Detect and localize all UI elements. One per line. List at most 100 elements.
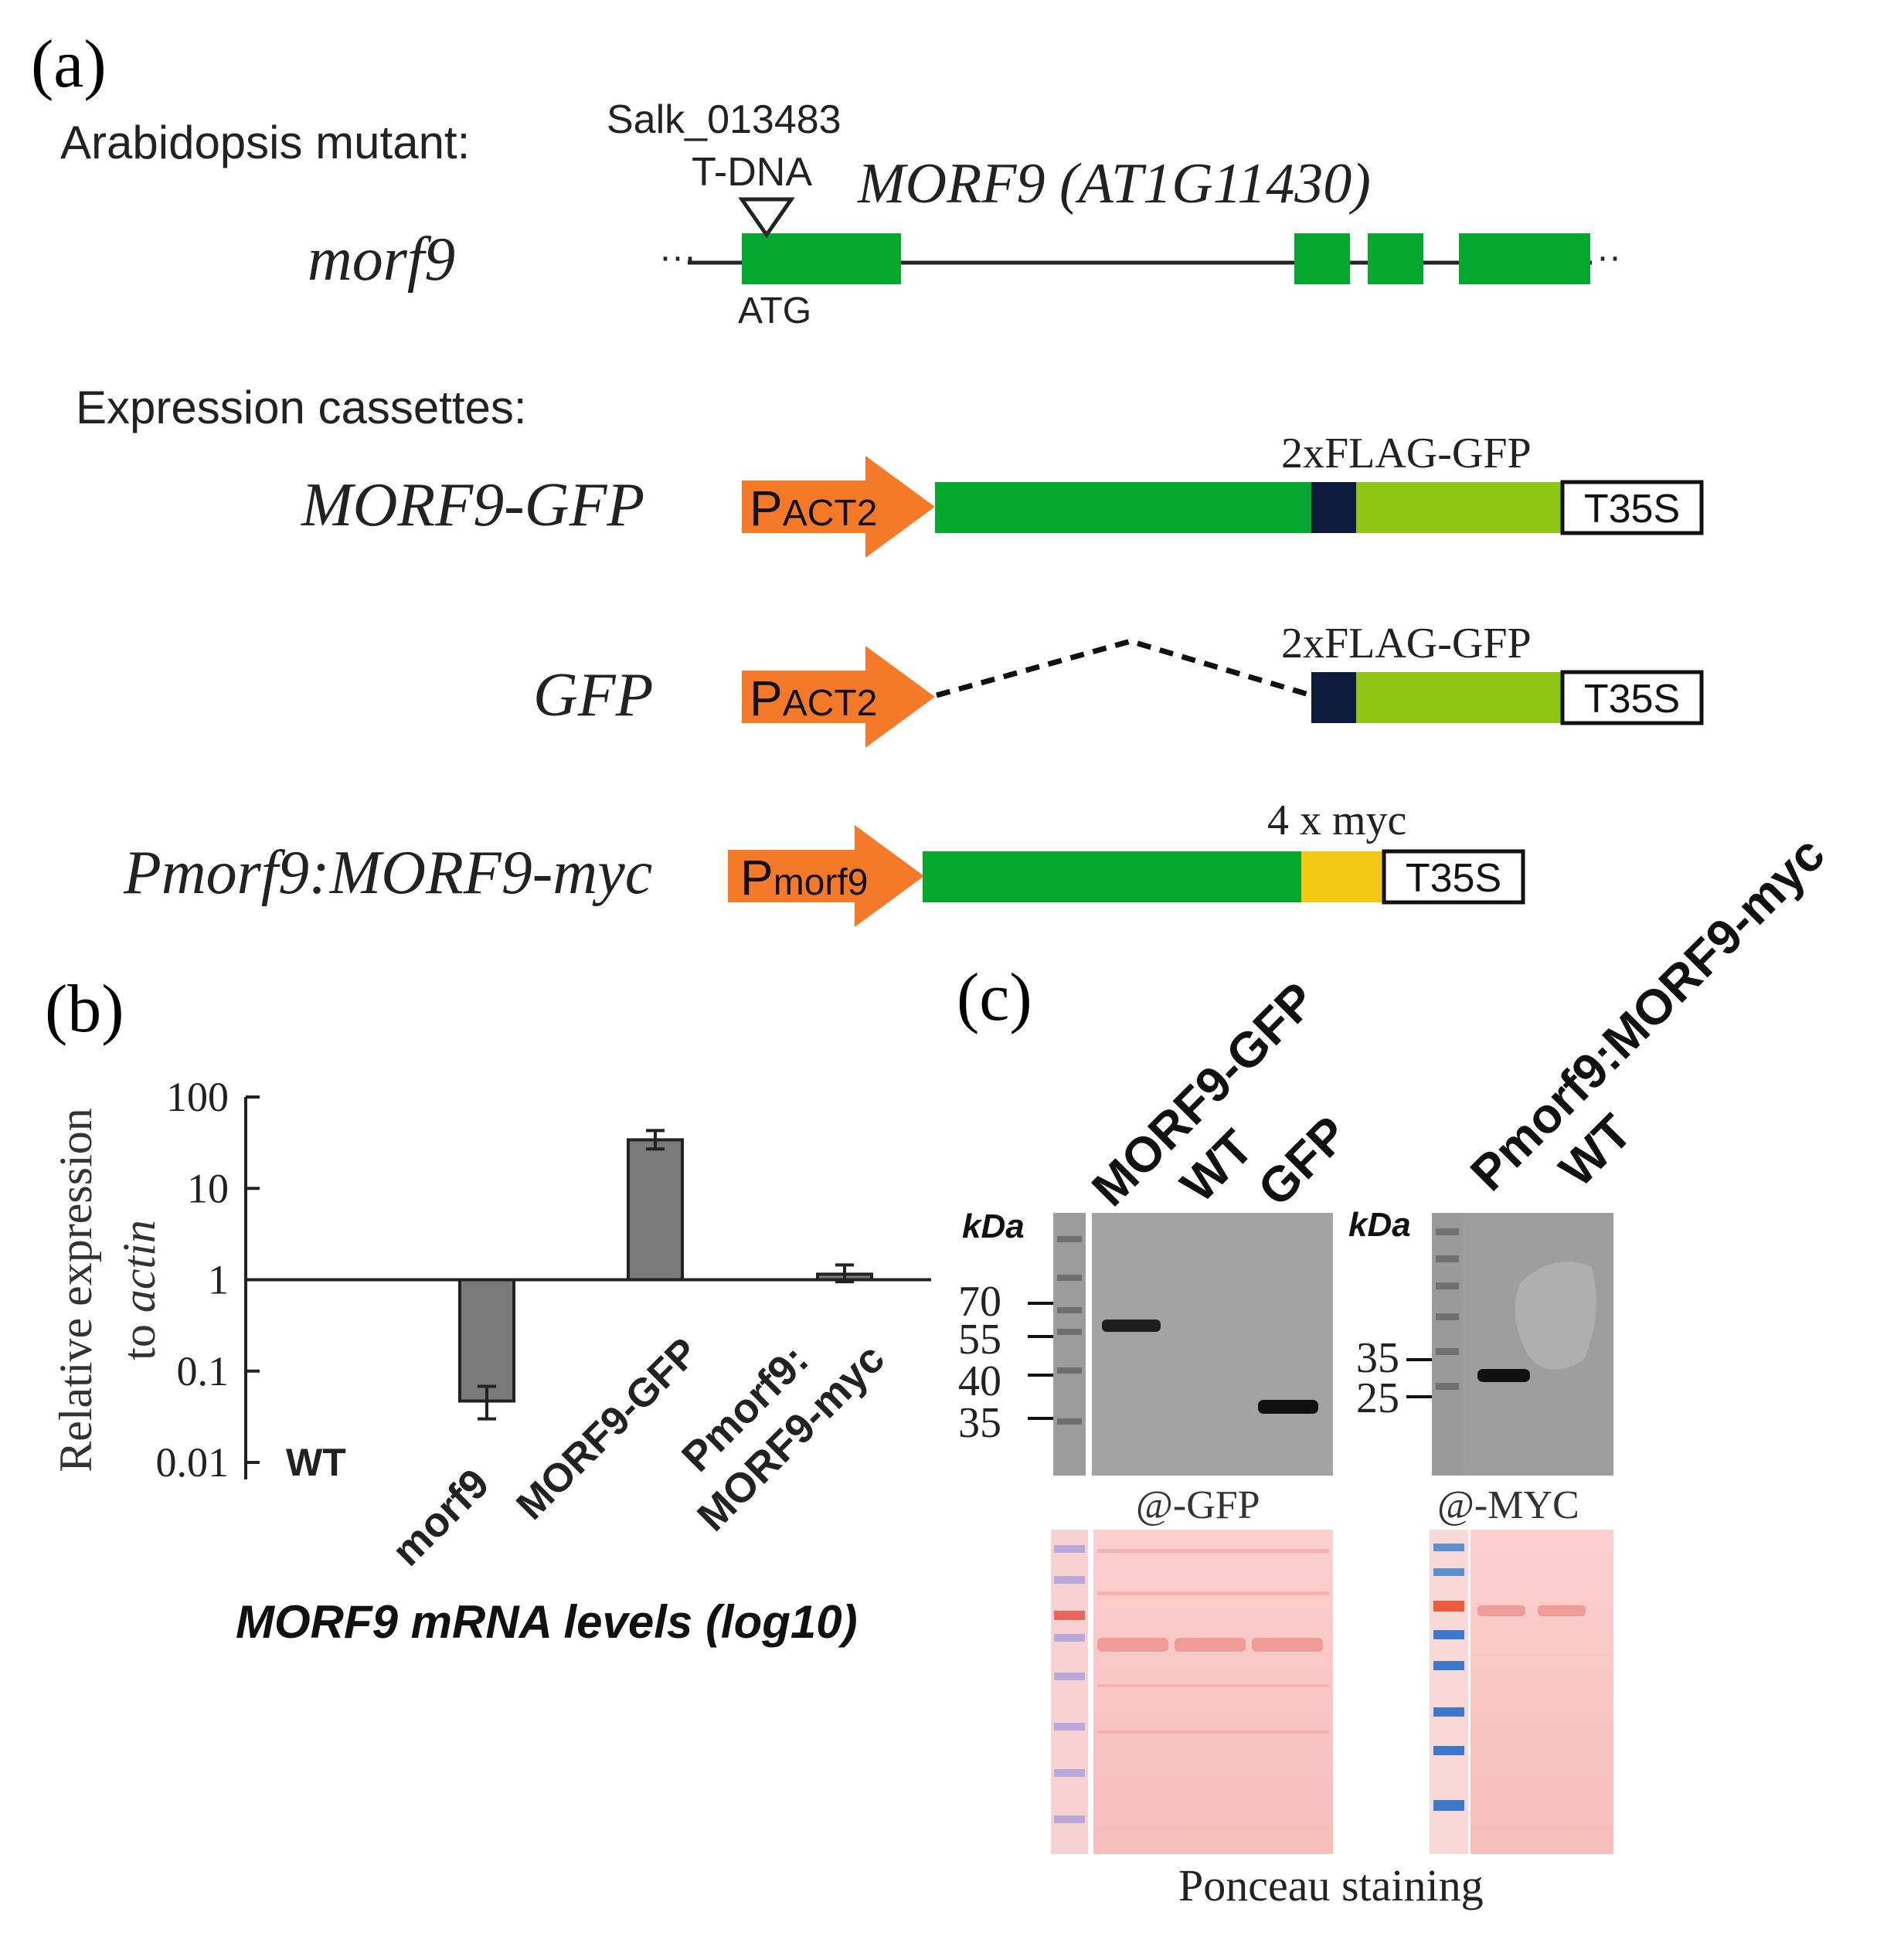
cassette-morf9-gfp: MORF9-GFP PACT2 T35S 2xFLAG-GFP [301, 430, 1704, 558]
ponceau-gfp [1051, 1530, 1333, 1854]
cassette-gfp: GFP PACT2 T35S 2xFLAG-GFP [533, 620, 1704, 748]
y-tick-label: 1 [208, 1257, 229, 1303]
marker-ticks-myc [1406, 1358, 1432, 1398]
mutant-heading: Arabidopsis mutant: [60, 117, 470, 168]
deletion-dashed-line [936, 638, 1313, 698]
category-label-morf9: morf9 [383, 1460, 498, 1575]
marker-40: 40 [958, 1357, 1001, 1405]
gene-name: MORF9 (AT1G11430) [857, 152, 1371, 216]
blot-membrane [1092, 1213, 1333, 1476]
ponceau-myc [1430, 1530, 1613, 1854]
marker-25-myc: 25 [1356, 1374, 1399, 1422]
panel-b: (b) Relative expression to actin 1001010… [45, 972, 931, 1648]
gfp-tag [1356, 672, 1562, 723]
terminator-label: T35S [1584, 487, 1680, 532]
marker-ticks-gfp [1028, 1302, 1053, 1420]
flag-tag [1311, 672, 1356, 723]
panel-c: (c) MORF9-GFP WT GFP Pmorf9:MORF9-myc WT… [957, 826, 1835, 1911]
terminator-box [1560, 480, 1704, 535]
gene-ellipsis-left: ··· [659, 236, 696, 277]
x-axis-title: MORF9 mRNA levels (log10) [236, 1596, 858, 1648]
gfp-tag [1356, 482, 1562, 533]
gene-model: ··· ·· [659, 197, 1621, 284]
lane-label-gfp: GFP [1247, 1106, 1358, 1217]
membrane-blotch [1515, 1262, 1596, 1370]
western-blot-gfp: 70 55 40 35 [958, 1213, 1333, 1476]
marker-35-myc: 35 [1356, 1334, 1399, 1382]
atg-label: ATG [738, 290, 811, 331]
bar [627, 1138, 684, 1282]
gene-ellipsis-right: ·· [1596, 236, 1621, 277]
morf9-cds [935, 482, 1311, 533]
ponceau-ladder-bands [1433, 1544, 1464, 1811]
mutant-name: morf9 [308, 226, 455, 294]
marker-70: 70 [958, 1278, 1001, 1326]
myc-tag [1301, 851, 1384, 902]
tag-label: 4 x myc [1267, 796, 1406, 844]
ponceau-ladder-bands [1054, 1545, 1085, 1823]
cassette-pmorf9-morf9-myc: Pmorf9:MORF9-myc Pmorf9 T35S 4 x myc [123, 796, 1525, 927]
ladder-bands [1057, 1236, 1082, 1425]
salk-id: Salk_013483 [607, 97, 842, 142]
error-bar [835, 1263, 854, 1284]
marker-35: 35 [958, 1399, 1001, 1447]
western-blot-myc: 35 25 [1356, 1213, 1613, 1476]
cassettes-heading: Expression cassettes: [76, 382, 527, 433]
promoter-arrow-icon [742, 646, 935, 748]
y-tick-label: 0.01 [156, 1439, 230, 1486]
panel-a: (a) Arabidopsis mutant: Salk_013483 T-DN… [31, 27, 1704, 927]
ponceau-membrane [1093, 1530, 1333, 1854]
marker-55: 55 [958, 1316, 1001, 1364]
error-bar [646, 1129, 665, 1151]
terminator-label: T35S [1584, 677, 1680, 722]
y-tick-label: 0.1 [177, 1348, 230, 1394]
bar [458, 1278, 515, 1403]
ladder-strip [1432, 1213, 1463, 1476]
panel-b-label: (b) [45, 972, 124, 1047]
terminator-box [1382, 849, 1525, 905]
tdna-label: T-DNA [692, 150, 812, 195]
ponceau-rubisco-bands [1097, 1638, 1323, 1652]
promoter-arrow-icon [742, 456, 935, 558]
exon-1 [742, 233, 901, 284]
morf9-cds [923, 851, 1301, 902]
exon-3 [1368, 233, 1423, 284]
flag-tag [1311, 482, 1356, 533]
y-tick-label: 10 [187, 1165, 229, 1211]
antibody-label-gfp: @-GFP [1136, 1483, 1260, 1527]
kda-label-gfp: kDa [962, 1207, 1025, 1245]
band-gfp [1258, 1400, 1318, 1414]
band-morf9-gfp [1102, 1320, 1161, 1332]
terminator-box [1560, 670, 1704, 725]
tdna-triangle-icon [738, 197, 795, 239]
cassette-name: GFP [533, 661, 654, 729]
band-morf9-myc [1477, 1369, 1530, 1382]
antibody-label-myc: @-MYC [1437, 1483, 1579, 1527]
ponceau-label: Ponceau staining [1178, 1860, 1484, 1911]
error-bar [478, 1384, 496, 1421]
y-axis-title-line2: to actin [114, 1220, 165, 1360]
terminator-label: T35S [1406, 856, 1501, 901]
promoter-label: Pmorf9 [740, 850, 868, 905]
exon-2 [1294, 233, 1350, 284]
cassette-name: MORF9-GFP [301, 471, 644, 539]
category-label-morf9-gfp: MORF9-GFP [508, 1330, 707, 1529]
promoter-label: PACT2 [750, 671, 877, 726]
ladder-strip [1053, 1213, 1086, 1476]
ponceau-rubisco-bands [1477, 1605, 1586, 1616]
kda-label-myc: kDa [1348, 1206, 1411, 1244]
exon-4 [1459, 233, 1590, 284]
ponceau-membrane [1470, 1530, 1613, 1854]
category-label-wt: WT [286, 1441, 346, 1484]
panel-a-label: (a) [31, 27, 107, 102]
promoter-arrow-icon [728, 825, 924, 927]
tag-label: 2xFLAG-GFP [1281, 620, 1532, 667]
ladder-bands [1436, 1228, 1459, 1390]
cassette-name: Pmorf9:MORF9-myc [123, 839, 652, 907]
tag-label: 2xFLAG-GFP [1281, 430, 1532, 477]
y-axis-title: Relative expression [50, 1108, 101, 1472]
panel-c-label: (c) [957, 960, 1032, 1035]
ponceau-faint-bands [1097, 1549, 1329, 1734]
